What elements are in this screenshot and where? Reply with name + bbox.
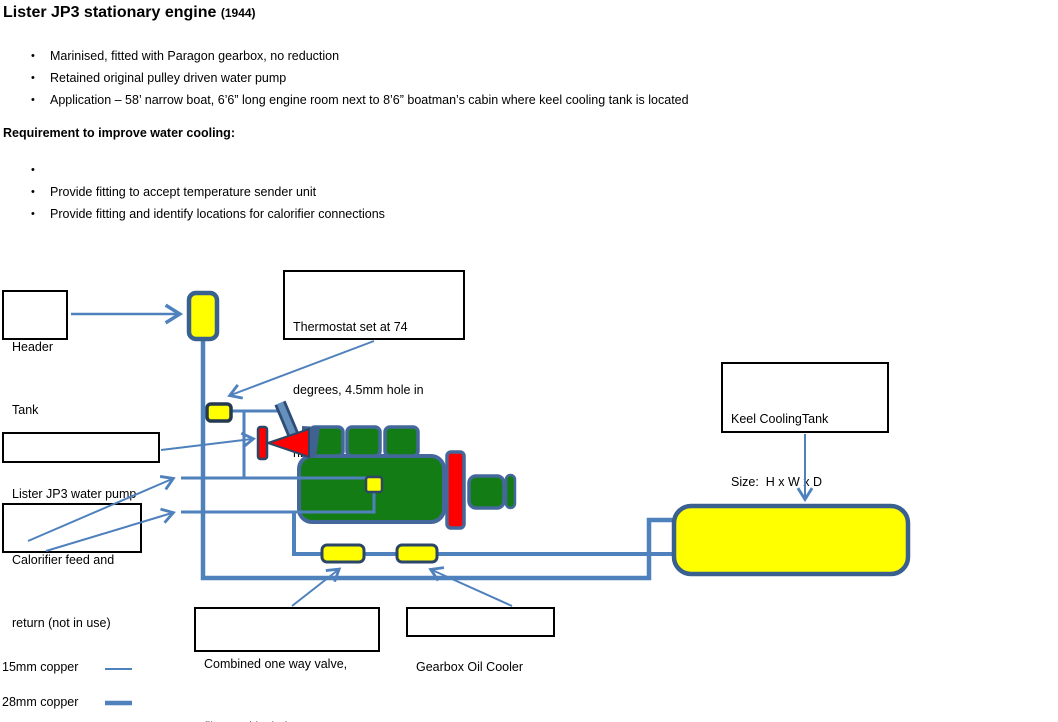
bullet-item: • Retained original pulley driven water p… — [3, 67, 1043, 89]
label-line: rim — [293, 446, 311, 460]
legend-28mm-copper: 28mm copper — [2, 695, 79, 709]
label-line: degrees, 4.5mm hole in — [293, 383, 424, 397]
water-pump-arrow — [160, 431, 257, 451]
bullet-item: • Provide fitting and identify locations … — [3, 203, 1043, 225]
combined-valve-label: Combined one way valve, filter and isola… — [194, 607, 380, 722]
bullet-item: • Marinised, fitted with Paragon gearbox,… — [3, 45, 1043, 67]
label-line: Calorifier feed and — [12, 553, 115, 567]
title-year: (1944) — [220, 6, 256, 20]
gearbox-cooler-arrow — [428, 566, 513, 607]
label-line: Header — [12, 340, 53, 354]
label-line: Size: H x W x D — [731, 475, 822, 489]
combined-valve — [320, 543, 366, 564]
label-line: Tank — [12, 403, 39, 417]
thermostat-housing — [205, 402, 233, 423]
header-tank — [186, 290, 220, 342]
bullet-text: Application – 58’ narrow boat, 6’6” long… — [50, 93, 689, 107]
bullet-item: • Application – 58’ narrow boat, 6’6” lon… — [3, 89, 1043, 111]
label-line: filter and isolation tap — [204, 717, 372, 722]
bullet-item: • Provide fitting to accept temperature s… — [3, 181, 1043, 203]
engine-to-tank-pipe — [292, 512, 676, 556]
title-main: Lister JP3 stationary engine — [3, 4, 217, 21]
requirements-heading: Requirement to improve water cooling: — [3, 126, 235, 140]
label-line: Gearbox Oil Cooler — [416, 660, 523, 674]
label-line: return (not in use) — [12, 616, 111, 630]
bullet-text: Provide fitting and identify locations f… — [50, 207, 385, 221]
intro-bullet-list: • Marinised, fitted with Paragon gearbox,… — [3, 45, 1043, 111]
bullet-dot: • — [31, 164, 35, 176]
gearbox-oil-cooler-label: Gearbox Oil Cooler — [406, 607, 555, 674]
label-line: Thermostat set at 74 — [293, 320, 408, 334]
keel-cooling-tank-label: Keel CoolingTank Size: H x W x D 60cm x … — [721, 362, 889, 552]
bullet-text: Marinised, fitted with Paragon gearbox, … — [50, 49, 340, 63]
calorifier-label: Calorifier feed and return (not in use) — [2, 503, 142, 630]
label-line: 60cm x 240cm x 2.5cm — [731, 538, 860, 552]
pump-hose-border — [274, 400, 299, 437]
bullet-dot: • — [31, 50, 35, 62]
bullet-dot: • — [31, 208, 35, 220]
bullet-dot: • — [31, 94, 35, 106]
bullet-text: Retained original pulley driven water pu… — [50, 71, 287, 85]
bullet-dot: • — [31, 186, 35, 198]
label-line: Keel CoolingTank — [731, 412, 829, 426]
label-line: Combined one way valve, — [204, 657, 348, 671]
pump-pulley — [256, 425, 269, 461]
bullet-dot: • — [31, 72, 35, 84]
gearbox-oil-cooler — [395, 543, 439, 564]
legend-15mm-copper: 15mm copper — [2, 660, 79, 674]
thermostat-label: Thermostat set at 74 degrees, 4.5mm hole… — [283, 270, 465, 460]
gearbox — [467, 474, 506, 510]
pump-hose — [277, 401, 296, 436]
text-block: Lister JP3 stationary engine (1944) • Mar… — [3, 3, 1043, 225]
bullet-text: Provide fitting to accept temperature se… — [50, 185, 317, 199]
output-shaft — [504, 473, 517, 510]
page-title: Lister JP3 stationary engine (1944) — [3, 3, 1043, 23]
combined-valve-arrow — [291, 567, 342, 607]
requirements-bullet-list: • • Provide fitting to accept temperature… — [3, 159, 1043, 225]
bullet-item: • — [3, 159, 1043, 181]
header-tank-label: Header Tank — [2, 290, 68, 417]
water-pump-label: Lister JP3 water pump — [2, 432, 160, 501]
